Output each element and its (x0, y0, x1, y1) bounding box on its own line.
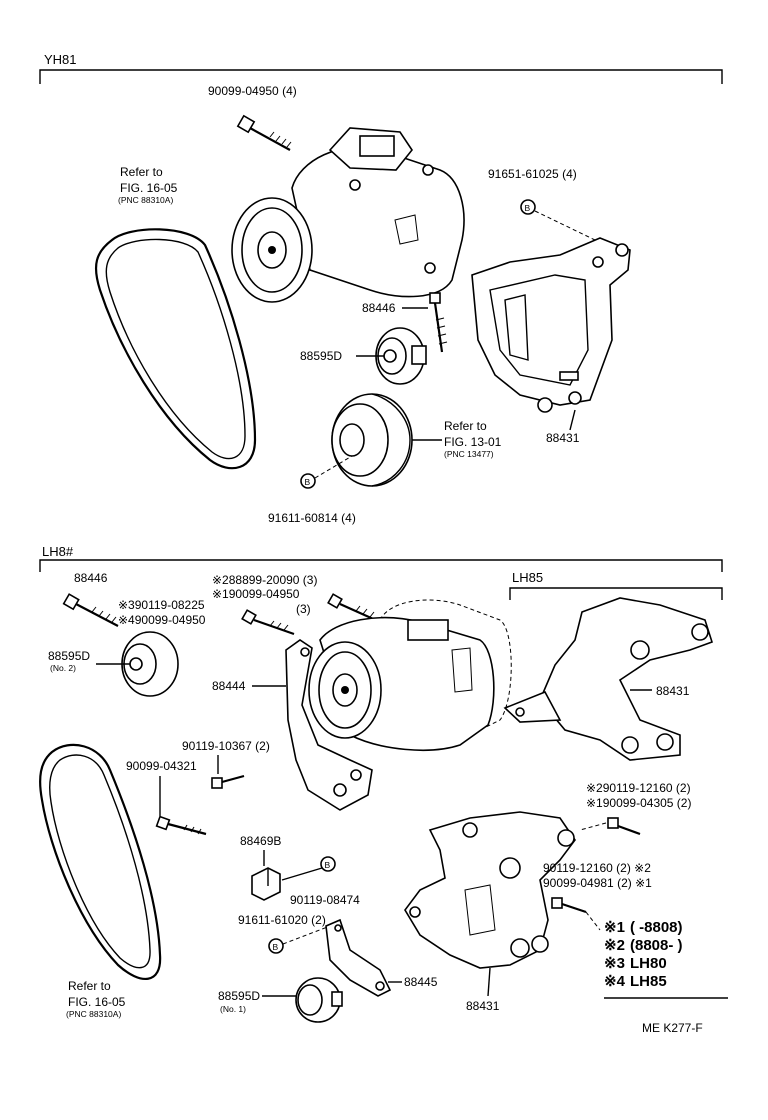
legend-text-3: LH80 (630, 955, 667, 972)
bolt-88446-bottom-illustration (62, 593, 119, 627)
label-m1-90099-04950: ※190099-04950 (212, 587, 300, 601)
label-88469b: 88469B (240, 834, 281, 848)
label-pnc-88310a-3: (PNC 88310A) (66, 1009, 121, 1019)
label-90099-04981: 90099-04981 (2) ※1 (543, 876, 652, 890)
bolt-90099-04950-bottom-illustration (327, 593, 381, 624)
label-88446-top: 88446 (362, 301, 396, 315)
label-88595d-no2: 88595D (48, 649, 90, 663)
label-refer-to-3: Refer to (68, 979, 111, 993)
label-90119-12160-2: 90119-12160 (2) ※2 (543, 861, 651, 875)
label-88445: 88445 (404, 975, 438, 989)
label-refer-to-1: Refer to (120, 165, 163, 179)
bracket-88431-top-illustration (471, 237, 631, 413)
label-88595d-top: 88595D (300, 349, 342, 363)
label-91611-61020: 91611-61020 (2) (238, 913, 326, 927)
label-90099-04321: 90099-04321 (126, 759, 197, 773)
section-label-yh81: YH81 (44, 52, 77, 67)
section-label-lh8: LH8# (42, 544, 74, 559)
label-90119-08474: 90119-08474 (290, 893, 360, 907)
block-88469b-illustration (251, 867, 281, 901)
bolt-90119-08225-illustration (241, 609, 295, 636)
svg-text:B: B (305, 477, 311, 487)
legend-mark-3: ※3 (604, 955, 625, 972)
drive-belt-bottom-illustration (39, 743, 162, 980)
label-fig-16-05-1: FIG. 16-05 (120, 181, 178, 195)
label-m2-90119-12160: ※290119-12160 (2) (586, 781, 691, 795)
label-91651-61025: 91651-61025 (4) (488, 167, 577, 181)
lh85-bracket: LH85 (509, 570, 723, 600)
legend-text-2: (8808- ) (630, 937, 683, 954)
bolt-b-symbol-icon-4: B (268, 938, 284, 954)
bolt-88446-top-illustration (429, 292, 448, 353)
bracket-88431-lh85-illustration (503, 597, 713, 761)
label-no2: (No. 2) (50, 663, 76, 673)
bolt-b-symbol-icon-3: B (320, 856, 336, 872)
label-m1-90099-04305: ※190099-04305 (2) (586, 796, 691, 810)
label-m3-90119: ※390119-08225 (118, 598, 205, 612)
label-fig-16-05-3: FIG. 16-05 (68, 995, 126, 1009)
svg-text:B: B (525, 203, 531, 213)
bolt-90099-04950-illustration (236, 114, 292, 151)
ac-compressor-bottom-illustration (308, 599, 512, 751)
yh81-bracket: YH81 (39, 52, 723, 84)
bolt-b-symbol-icon-2: B (300, 473, 316, 489)
section-label-lh85: LH85 (512, 570, 543, 585)
svg-text:B: B (325, 860, 331, 870)
legend-text-4: LH85 (630, 973, 667, 990)
legend-text-1: ( -8808) (630, 919, 683, 936)
label-no1: (No. 1) (220, 1004, 246, 1014)
label-pnc-88310a-1: (PNC 88310A) (118, 195, 173, 205)
footer-code: ME K277-F (642, 1021, 703, 1035)
idler-pulley-88595d-no1-illustration (295, 977, 343, 1023)
label-90119-10367: 90119-10367 (2) (182, 739, 270, 753)
label-fig-13-01: FIG. 13-01 (444, 435, 502, 449)
plate-88445-illustration (325, 918, 392, 997)
label-88595d-no1: 88595D (218, 989, 260, 1003)
bolt-90119-10367-illustration (211, 774, 245, 789)
label-90099-04950: 90099-04950 (4) (208, 84, 297, 98)
label-88431-bottom: 88431 (466, 999, 500, 1013)
bolt-90099-04981-illustration (551, 897, 587, 914)
bolt-b-symbol-icon: B (520, 199, 536, 215)
label-m1-qty: (3) (296, 602, 311, 616)
legend-mark-4: ※4 (604, 973, 626, 990)
label-m4-90099: ※490099-04950 (118, 613, 206, 627)
label-m2-88899: ※288899-20090 (3) (212, 573, 317, 587)
label-91611-60814: 91611-60814 (4) (268, 511, 356, 525)
label-88444: 88444 (212, 679, 246, 693)
label-88431-top: 88431 (546, 431, 580, 445)
bolt-90119-12160-illustration (607, 817, 641, 836)
drive-belt-top-illustration (94, 228, 257, 470)
label-88431-lh85: 88431 (656, 684, 690, 698)
label-pnc-13477: (PNC 13477) (444, 449, 494, 459)
legend-mark-1: ※1 (604, 919, 625, 936)
bracket-88431-bottom-illustration (404, 811, 576, 969)
idler-pulley-88595d-no2-illustration (121, 631, 179, 697)
label-88446-bottom: 88446 (74, 571, 108, 585)
lh8-bracket: LH8# (39, 544, 723, 572)
ac-compressor-illustration (231, 127, 465, 303)
svg-text:B: B (273, 942, 279, 952)
bracket-88444-illustration (285, 639, 373, 811)
crankshaft-pulley-illustration (331, 393, 413, 487)
legend-mark-2: ※2 (604, 937, 625, 954)
label-refer-to-2: Refer to (444, 419, 487, 433)
bolt-90099-04321-illustration (155, 815, 207, 836)
legend: ※1 ( -8808) ※2 (8808- ) ※3 LH80 ※4 LH85 (604, 919, 728, 999)
